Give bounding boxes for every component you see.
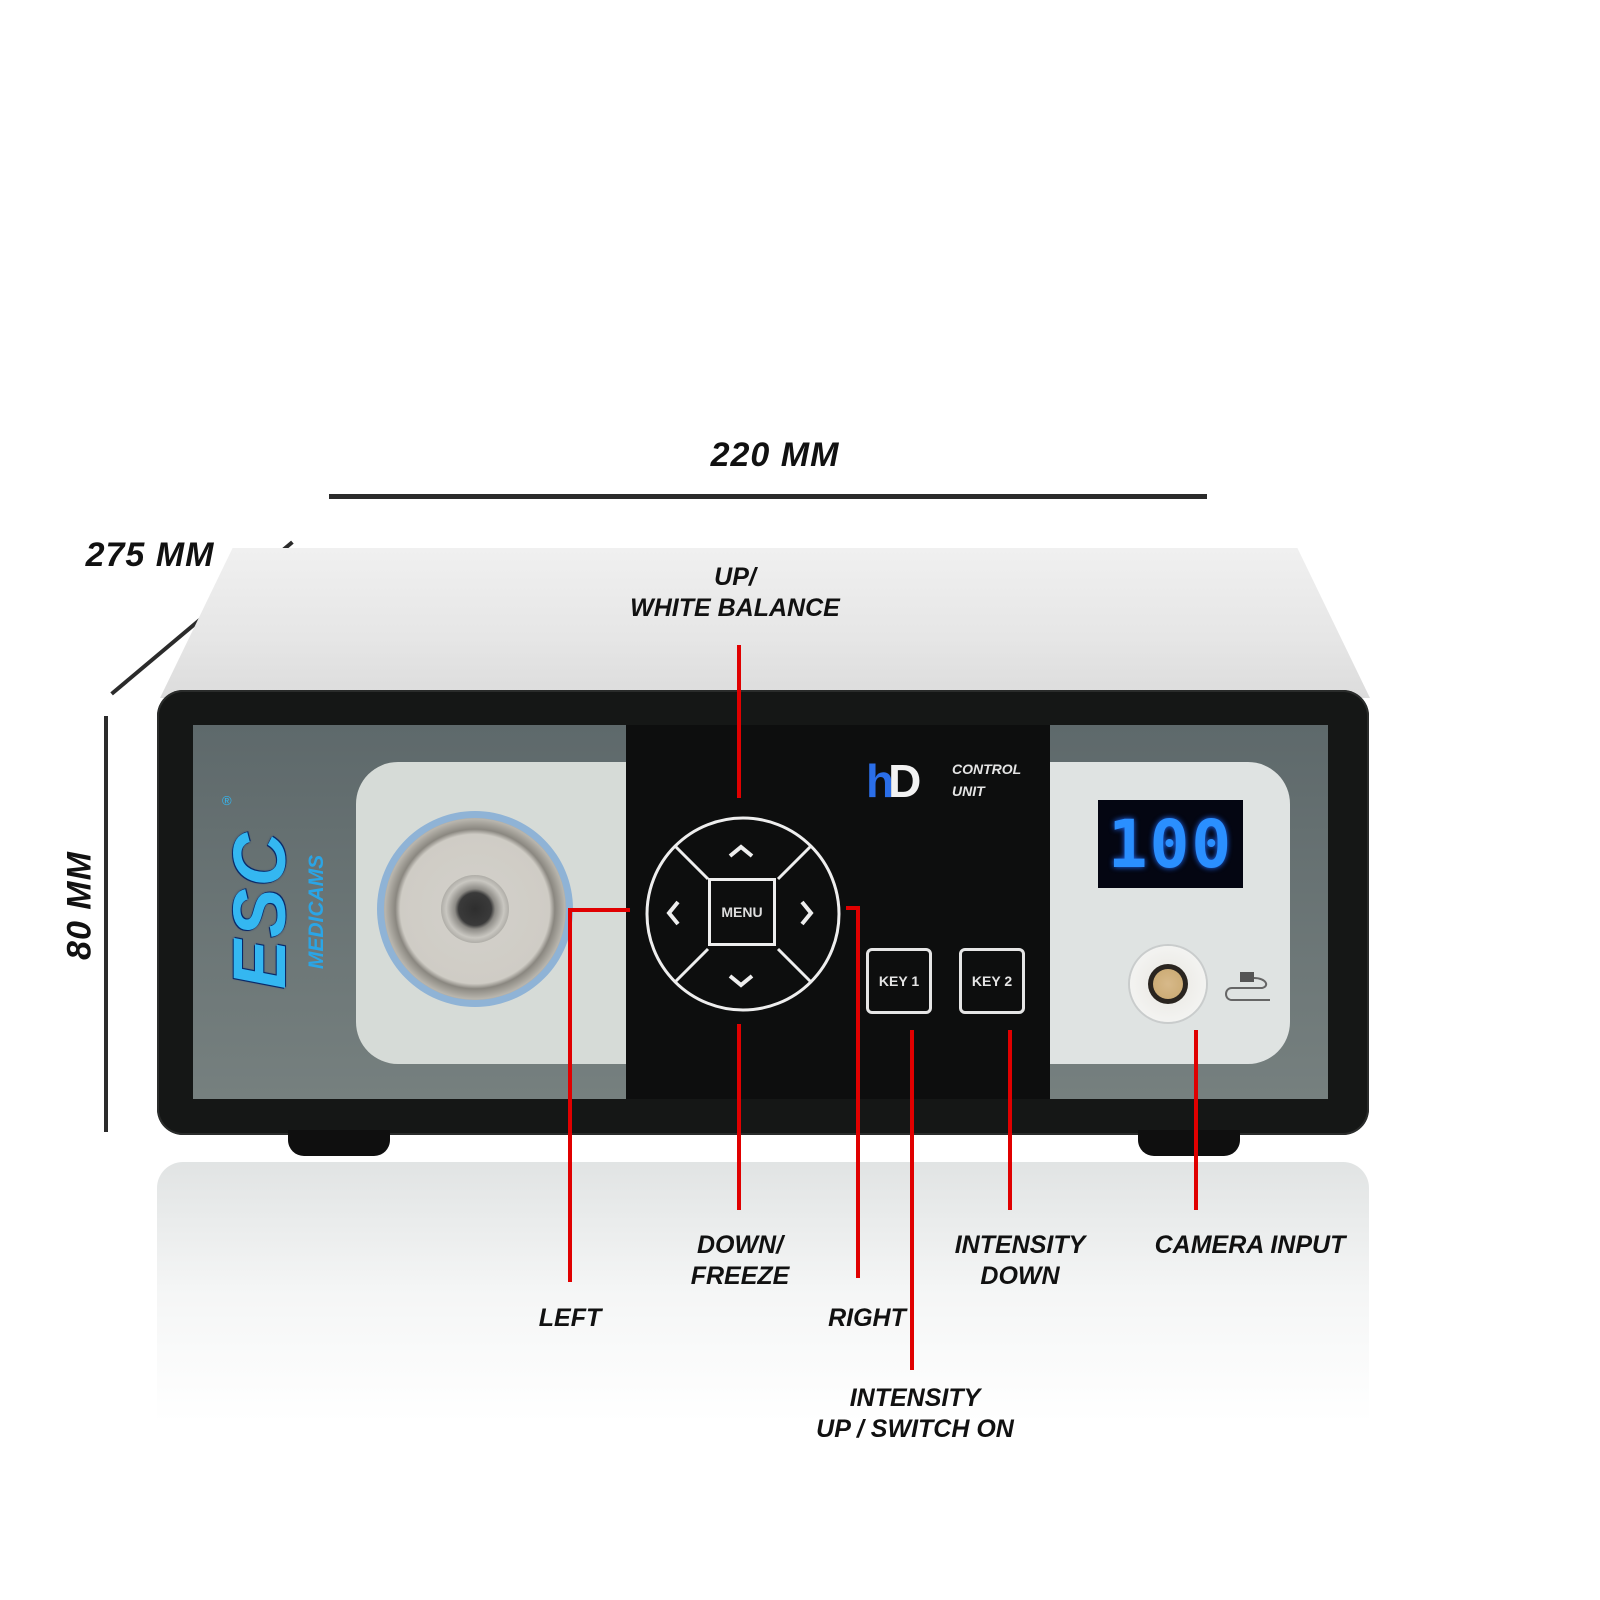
callout-down-label: DOWN/ FREEZE bbox=[660, 1230, 820, 1292]
light-port-center bbox=[441, 875, 509, 943]
brand-subtitle: MEDICAMS bbox=[305, 854, 328, 970]
callout-intensity-up-label: INTENSITY UP / SWITCH ON bbox=[790, 1383, 1040, 1445]
hd-logo-h: h bbox=[866, 755, 894, 807]
intensity-display-value: 100 bbox=[1107, 805, 1234, 883]
menu-button[interactable]: MENU bbox=[708, 878, 776, 946]
callout-line-right-h bbox=[846, 906, 860, 910]
callout-line-up bbox=[737, 645, 741, 798]
key2-button[interactable]: KEY 2 bbox=[959, 948, 1025, 1014]
width-dimension-label: 220 MM bbox=[710, 436, 840, 474]
callout-line-key2 bbox=[1008, 1030, 1012, 1210]
height-dimension-label: 80 MM bbox=[60, 851, 99, 960]
callout-line-left-h bbox=[568, 908, 630, 912]
callout-intensity-down-label: INTENSITY DOWN bbox=[930, 1230, 1110, 1292]
callout-intensity-up-line1: INTENSITY bbox=[849, 1384, 981, 1412]
callout-line-right-v bbox=[856, 906, 860, 1278]
chevron-right-icon bbox=[800, 900, 814, 926]
device-foot-right bbox=[1138, 1130, 1240, 1156]
callout-down-line2: FREEZE bbox=[690, 1262, 790, 1290]
chevron-left-icon bbox=[666, 900, 680, 926]
camera-connector-pins bbox=[1153, 969, 1183, 999]
height-dimension-line bbox=[104, 716, 108, 1132]
callout-down-line1: DOWN/ bbox=[696, 1231, 784, 1259]
hd-logo-d: D bbox=[888, 755, 921, 807]
callout-intensity-up-line2: UP / SWITCH ON bbox=[816, 1415, 1014, 1443]
down-button[interactable] bbox=[726, 966, 756, 996]
callout-up-line2: WHITE BALANCE bbox=[630, 594, 840, 622]
up-button[interactable] bbox=[726, 836, 756, 866]
callout-camera-input-label: CAMERA INPUT bbox=[1154, 1231, 1346, 1259]
callout-up-line1: UP/ bbox=[714, 563, 756, 591]
device-top-face bbox=[160, 548, 1370, 698]
camera-cable-icon bbox=[1225, 972, 1270, 1001]
model-text: CONTROL UNIT bbox=[952, 758, 1021, 802]
chevron-up-icon bbox=[728, 844, 754, 858]
left-button[interactable] bbox=[664, 898, 682, 934]
model-text-line1: CONTROL bbox=[952, 761, 1022, 777]
brand-logo: ESC bbox=[218, 830, 301, 990]
key1-button[interactable]: KEY 1 bbox=[866, 948, 932, 1014]
callout-left-label: LEFT bbox=[538, 1304, 602, 1332]
width-dimension-line bbox=[329, 494, 1207, 499]
device-foot-left bbox=[288, 1130, 390, 1156]
hd-logo: hD bbox=[866, 755, 921, 807]
callout-line-left-v bbox=[568, 908, 572, 1282]
callout-line-camera bbox=[1194, 1030, 1198, 1210]
model-text-line2: UNIT bbox=[952, 783, 985, 799]
callout-line-key1 bbox=[910, 1030, 914, 1370]
chevron-down-icon bbox=[728, 974, 754, 988]
device-reflection bbox=[157, 1162, 1369, 1422]
callout-up-label: UP/ WHITE BALANCE bbox=[600, 562, 870, 624]
callout-intensity-down-line2: DOWN bbox=[980, 1262, 1060, 1290]
callout-right-label: RIGHT bbox=[828, 1304, 906, 1332]
callout-intensity-down-line1: INTENSITY bbox=[954, 1231, 1086, 1259]
right-button[interactable] bbox=[798, 898, 816, 934]
depth-dimension-label: 275 MM bbox=[85, 536, 215, 574]
registered-mark: ® bbox=[222, 793, 232, 808]
dpad-outline bbox=[645, 816, 841, 1012]
intensity-display: 100 bbox=[1098, 800, 1243, 888]
callout-line-down bbox=[737, 1024, 741, 1210]
